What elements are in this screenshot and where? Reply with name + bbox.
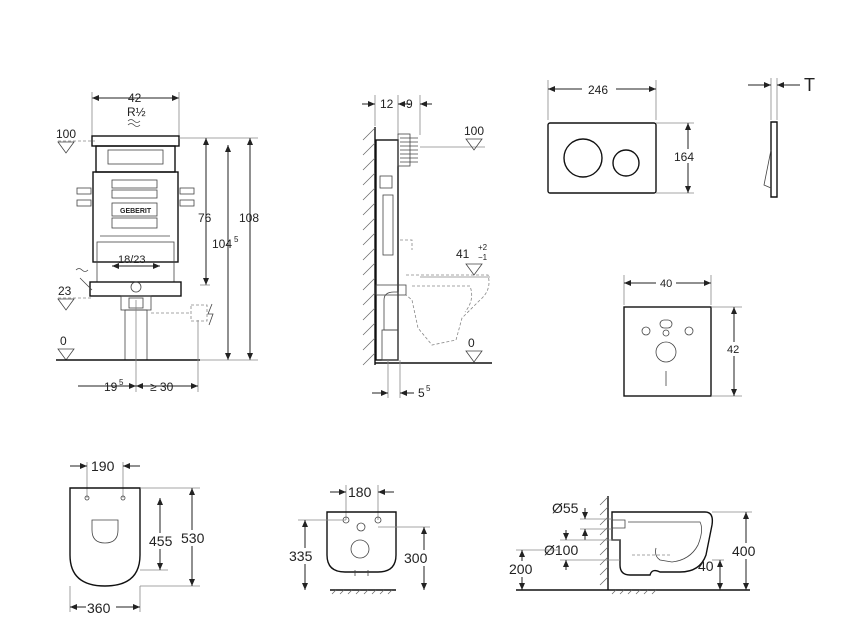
- side-depth-12-label: 12: [380, 97, 394, 111]
- frame-level-top-label: 100: [56, 127, 76, 141]
- access-panel: [623, 306, 712, 397]
- frame-height-104-label: 104: [212, 237, 232, 251]
- side-level-top-label: 100: [464, 124, 484, 138]
- frame-height-76-label: 76: [198, 211, 212, 225]
- electric-socket-icon: [190, 303, 214, 326]
- flush-button-large: [563, 138, 603, 178]
- wc-side-height-label: 400: [732, 543, 756, 559]
- flush-button-small: [612, 149, 640, 177]
- wc-back-hole-spacing-label: 180: [348, 484, 372, 500]
- wc-back-height-300-label: 300: [404, 550, 428, 566]
- side-depth-9-label: 9: [406, 97, 413, 111]
- side-level-bowl-tol-plus: +2: [478, 243, 488, 252]
- flush-plate-thickness-label: T: [804, 75, 815, 95]
- flush-plate-view: 246 164 T: [547, 75, 815, 198]
- side-level-bowl-label: 41: [456, 247, 470, 261]
- wc-side-outlet-height-label: 200: [509, 561, 533, 577]
- flush-symbol-label: R½: [127, 105, 146, 119]
- side-offset-5-sup: 5: [426, 384, 431, 393]
- frame-offset-30-label: ≥ 30: [150, 380, 174, 394]
- wc-top-hole-spacing-label: 190: [91, 458, 115, 474]
- wc-side-outlet-dia-label: Ø100: [544, 542, 578, 558]
- wc-side-inlet-dia-label: Ø55: [552, 500, 579, 516]
- frame-height-108-label: 108: [239, 211, 259, 225]
- water-supply-icon: [75, 268, 93, 291]
- frame-level-mid-label: 23: [58, 284, 72, 298]
- flush-plate-width-label: 246: [588, 83, 608, 97]
- frame-level-floor-label: 0: [60, 334, 67, 348]
- frame-offset-19-label: 19: [104, 380, 118, 394]
- wc-back-height-335-label: 335: [289, 548, 313, 564]
- side-view: 12 9 100 41 +2 −1: [362, 95, 492, 400]
- level-triangle-icon: [57, 141, 75, 154]
- frame-offset-19-sup: 5: [119, 378, 124, 387]
- side-offset-5-label: 5: [418, 386, 425, 400]
- frame-height-104-sup: 5: [234, 235, 239, 244]
- wc-bowl-outline: [69, 487, 141, 587]
- frame-view: 42 R½ 100 GEBERIT 18/23: [56, 91, 259, 394]
- wc-side-view: Ø55 Ø100 200 400 40: [508, 496, 762, 595]
- wc-top-view: 190 455 530 360: [69, 458, 210, 616]
- brand-label: GEBERIT: [120, 208, 152, 215]
- wc-top-width-label: 360: [87, 600, 111, 616]
- access-panel-width-label: 40: [660, 278, 672, 290]
- access-panel-height-label: 42: [727, 344, 739, 356]
- wc-top-depth-455-label: 455: [149, 533, 173, 549]
- wc-side-outline: [611, 511, 714, 576]
- access-panel-view: 40 42: [623, 275, 744, 397]
- side-level-floor-label: 0: [468, 336, 475, 350]
- side-level-bowl-tol-minus: −1: [478, 253, 488, 262]
- frame-width-label: 42: [128, 91, 142, 105]
- flush-plate: [547, 122, 657, 194]
- flush-plate-height-label: 164: [674, 150, 694, 164]
- water-flush-icon: [127, 119, 141, 127]
- wc-side-offset-label: 40: [698, 558, 714, 574]
- frame-inner-width-label: 18/23: [118, 254, 146, 266]
- wc-top-depth-530-label: 530: [181, 530, 205, 546]
- wc-back-view: 180 335 300: [287, 484, 434, 595]
- wc-back-outline: [326, 511, 397, 573]
